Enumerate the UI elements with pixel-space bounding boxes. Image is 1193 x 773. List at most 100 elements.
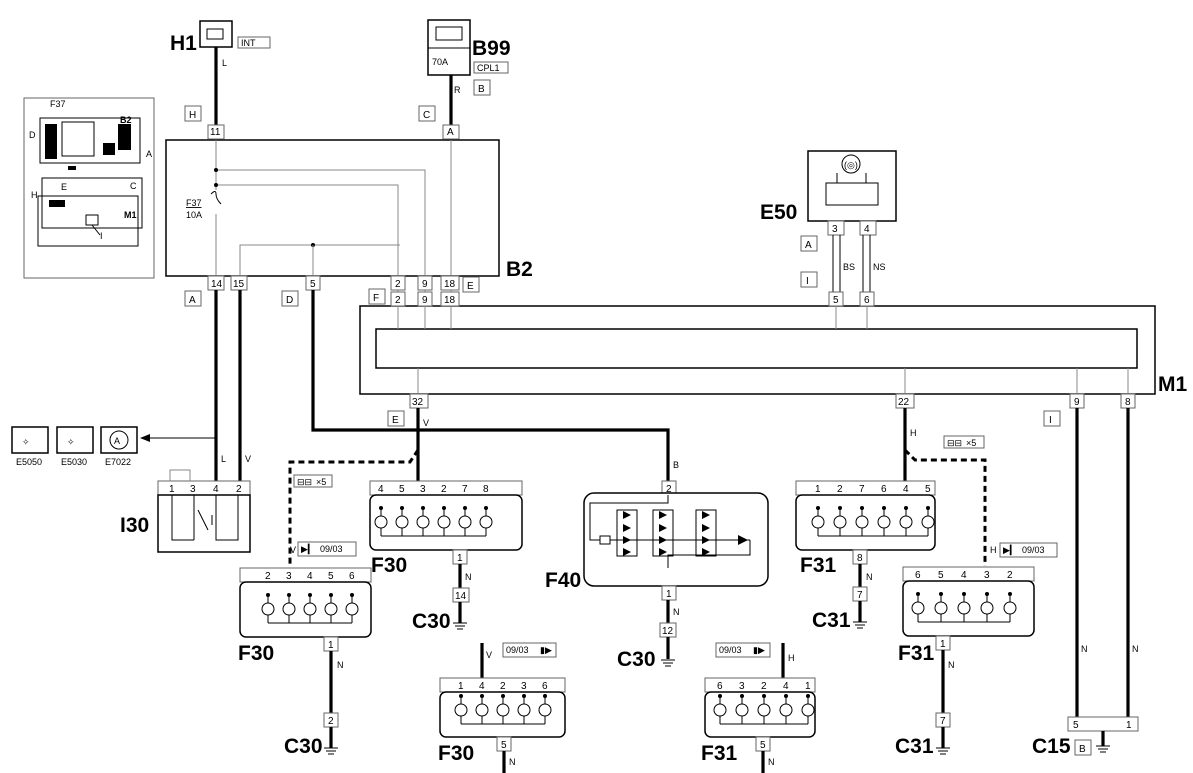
pin-f40-1: 1 bbox=[666, 589, 672, 600]
led-icon bbox=[623, 511, 631, 519]
wire-l-2: L bbox=[221, 454, 226, 464]
b2-label: B2 bbox=[506, 258, 533, 281]
wire-v: V bbox=[245, 454, 251, 464]
led-cluster bbox=[616, 509, 638, 557]
b99-label: B99 bbox=[472, 37, 511, 60]
led-icon bbox=[702, 511, 710, 519]
inset-b2-label: B2 bbox=[120, 115, 132, 125]
pin-f31a-2: 7 bbox=[859, 484, 865, 495]
pin-f30c-5: 5 bbox=[501, 740, 507, 751]
lamp-icon bbox=[779, 703, 793, 717]
c30-b-label: C30 bbox=[284, 735, 323, 758]
lamp-icon bbox=[735, 703, 749, 717]
lamp-icon bbox=[757, 703, 771, 717]
pin-b2-15: 15 bbox=[233, 279, 245, 290]
inset-i-label: I bbox=[100, 231, 103, 241]
pin-c30-2: 2 bbox=[328, 716, 334, 727]
f30-b-label: F30 bbox=[238, 642, 274, 665]
pin-b2-14: 14 bbox=[211, 279, 223, 290]
h1-label: H1 bbox=[170, 32, 197, 55]
led-icon bbox=[702, 524, 710, 532]
wire-r: R bbox=[454, 85, 461, 95]
wire-n-f30a: N bbox=[465, 572, 472, 582]
b99-tag: CPL1 bbox=[477, 63, 500, 73]
conn-i2: I bbox=[1049, 415, 1052, 426]
node-dot bbox=[1008, 592, 1012, 596]
f31-c-label: F31 bbox=[701, 742, 738, 765]
e50-label: E50 bbox=[760, 201, 797, 224]
lamp-icon bbox=[479, 515, 493, 529]
pin-f30a-1: 1 bbox=[457, 553, 463, 564]
pin-c15-5: 5 bbox=[1073, 720, 1079, 731]
node-dot bbox=[543, 694, 547, 698]
pin-f30c-2: 2 bbox=[500, 681, 506, 692]
pin-f31b-2: 4 bbox=[961, 570, 967, 581]
lamp-icon bbox=[437, 515, 451, 529]
conn-a: A bbox=[189, 295, 196, 306]
f30-c-date: 09/03 bbox=[506, 645, 529, 655]
pin-f40-2: 2 bbox=[666, 484, 672, 495]
lamp-icon bbox=[801, 703, 815, 717]
node-dot bbox=[329, 593, 333, 597]
c30-c-label: C30 bbox=[617, 648, 656, 671]
lamp-icon bbox=[957, 601, 971, 615]
wire-l: L bbox=[222, 58, 227, 68]
led-icon bbox=[659, 536, 667, 544]
node-dot bbox=[266, 593, 270, 597]
wire-v-2: V bbox=[423, 418, 429, 428]
wire-n-f30b: N bbox=[337, 660, 344, 670]
node-dot bbox=[308, 593, 312, 597]
inset-d-label: D bbox=[29, 130, 36, 140]
led-cluster bbox=[652, 509, 674, 557]
f30-c-label: F30 bbox=[438, 742, 474, 765]
f31-a-label: F31 bbox=[800, 554, 837, 577]
svg-text:×5: ×5 bbox=[316, 477, 326, 487]
b99-fuse: 70A bbox=[432, 57, 448, 67]
pin-m1-18: 18 bbox=[444, 295, 456, 306]
node-dot bbox=[459, 694, 463, 698]
node-dot bbox=[400, 506, 404, 510]
pin-f30c-0: 1 bbox=[458, 681, 464, 692]
lamp-icon bbox=[911, 601, 925, 615]
component-e5030: ✧ E5030 bbox=[56, 426, 94, 467]
pin-f30c-3: 3 bbox=[521, 681, 527, 692]
led-icon bbox=[659, 511, 667, 519]
pin-e50-4: 4 bbox=[864, 224, 870, 235]
e5050-label: E5050 bbox=[16, 457, 42, 467]
svg-text:✧: ✧ bbox=[22, 437, 30, 447]
pin-f30b-1: 1 bbox=[328, 640, 334, 651]
b2-rating: 10A bbox=[186, 210, 202, 220]
pin-i30-1: 1 bbox=[169, 484, 175, 495]
pin-b2-5: 5 bbox=[310, 279, 316, 290]
component-h1: INT H1 bbox=[170, 20, 271, 55]
pin-f30a-1: 5 bbox=[399, 484, 405, 495]
node-dot bbox=[784, 694, 788, 698]
lamp-icon bbox=[261, 602, 275, 616]
component-b2 bbox=[165, 139, 500, 277]
c30-a-label: C30 bbox=[412, 610, 451, 633]
node-dot bbox=[806, 694, 810, 698]
conn-i: I bbox=[806, 276, 809, 287]
lamp-icon bbox=[282, 602, 296, 616]
component-c15: 5 1 C15 B bbox=[1032, 716, 1139, 758]
lamp-icon bbox=[899, 515, 913, 529]
node-dot bbox=[985, 592, 989, 596]
pin-f30b-4: 6 bbox=[349, 571, 355, 582]
pin-f31c-4: 1 bbox=[805, 681, 811, 692]
pin-f30a-4: 7 bbox=[462, 484, 468, 495]
pin-f30b-1: 3 bbox=[286, 571, 292, 582]
conn-e2: E bbox=[392, 415, 399, 426]
node-dot bbox=[762, 694, 766, 698]
wire-h-3: H bbox=[990, 545, 997, 555]
led-cluster bbox=[695, 509, 717, 557]
conn-a2: A bbox=[805, 240, 812, 251]
component-e7022: A E7022 bbox=[100, 426, 138, 467]
node-dot bbox=[442, 506, 446, 510]
led-icon bbox=[702, 536, 710, 544]
pin-b2-11: 11 bbox=[210, 127, 221, 138]
svg-text:▮▶: ▮▶ bbox=[753, 645, 765, 655]
node-dot bbox=[350, 593, 354, 597]
